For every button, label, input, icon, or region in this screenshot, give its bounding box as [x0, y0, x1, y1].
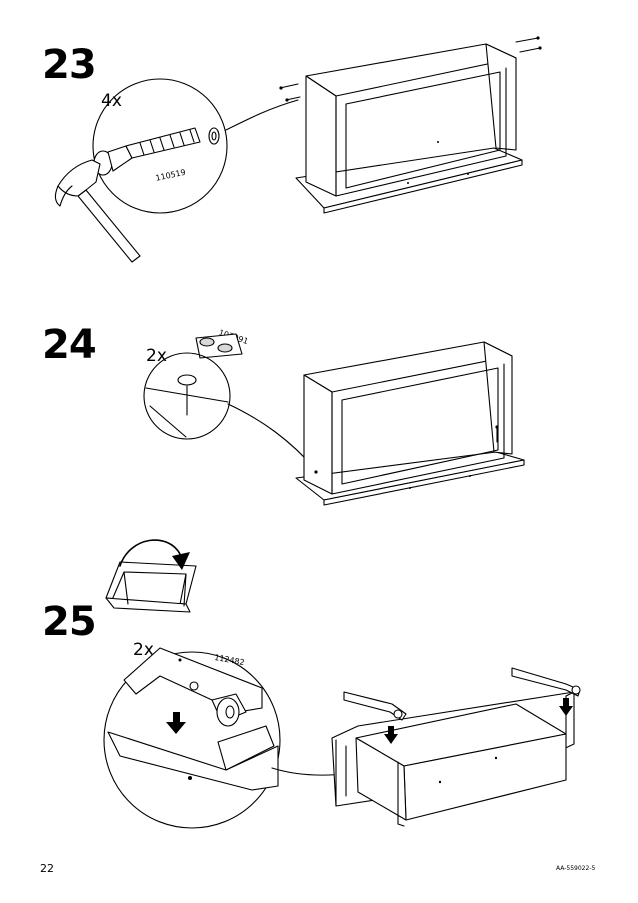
page-number: 22 — [40, 862, 54, 875]
felt-pad-icon — [195, 333, 243, 359]
down-arrow-icon — [166, 712, 186, 734]
step24-cabinet — [295, 341, 525, 506]
bolt-icon — [93, 127, 220, 176]
step25-detail — [103, 647, 405, 829]
step24-detail — [143, 333, 317, 471]
step-number: 23 — [42, 42, 97, 88]
document-code: AA-559022-5 — [556, 865, 596, 872]
rotate-arrow-icon — [119, 539, 190, 570]
step25-turn-cabinet — [105, 539, 197, 613]
step23-cabinet — [279, 36, 542, 214]
drawer-runner-icon — [123, 647, 263, 727]
hammer-icon — [54, 159, 141, 263]
step25-cabinet — [331, 667, 581, 827]
step23-detail — [54, 78, 299, 263]
quantity-label: 2x — [133, 640, 154, 660]
quantity-label: 2x — [146, 346, 167, 366]
step-number: 24 — [42, 322, 97, 368]
step-number: 25 — [42, 599, 97, 645]
